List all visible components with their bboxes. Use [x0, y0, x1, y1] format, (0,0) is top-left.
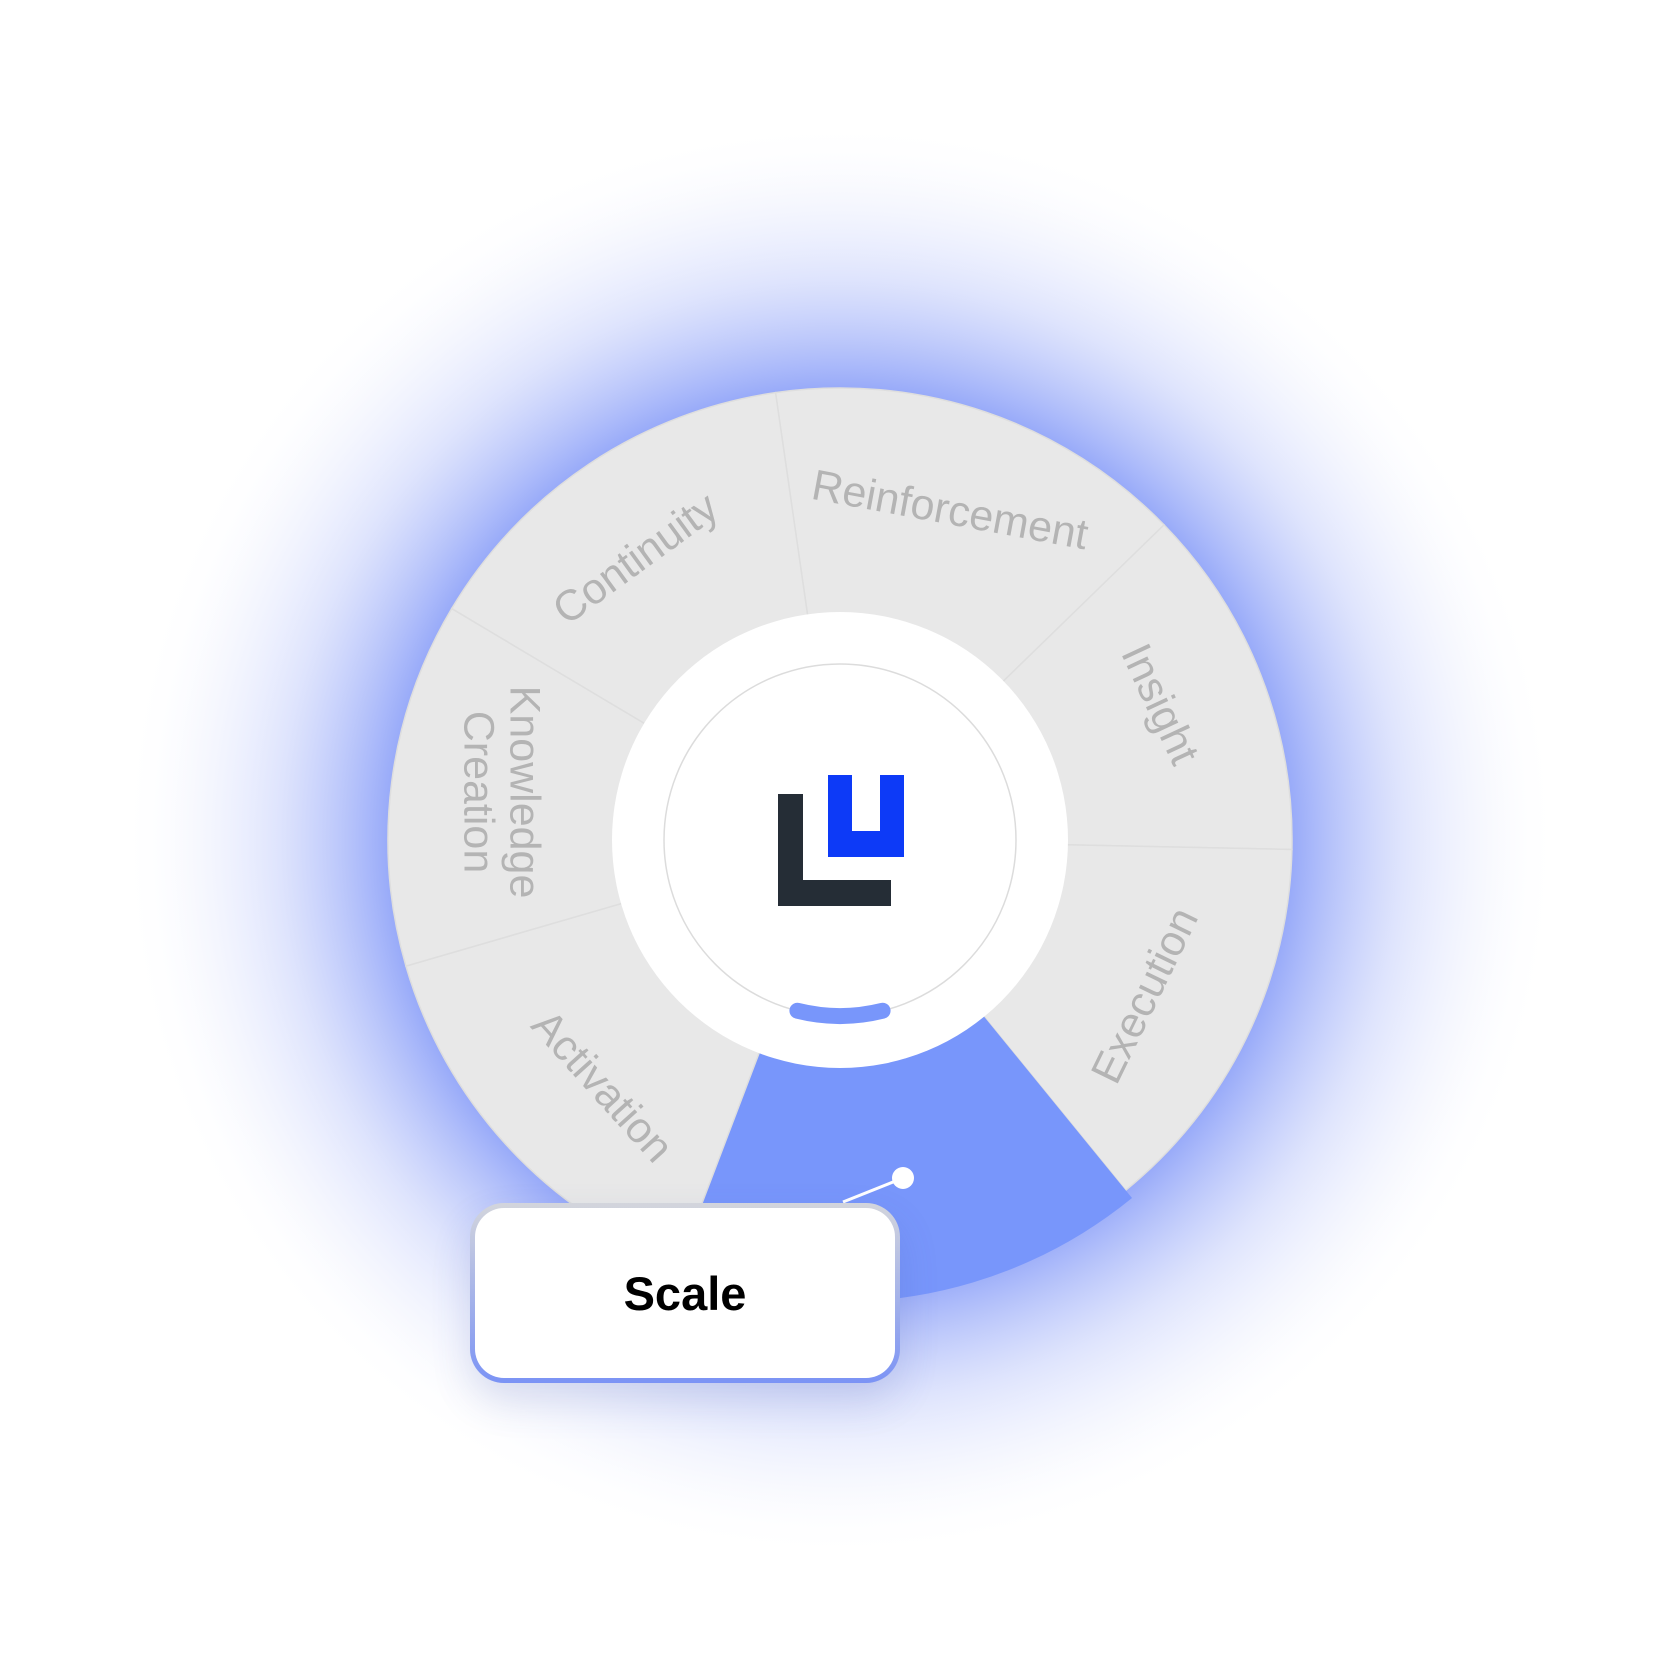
scale-tooltip-card[interactable]: Scale: [470, 1203, 900, 1383]
segment-label-line: Knowledge: [500, 686, 548, 899]
tooltip-label: Scale: [623, 1266, 747, 1320]
progress-indicator-arc: [789, 1002, 891, 1024]
logo-l-shape: [778, 794, 891, 906]
segment-label-line: Creation: [454, 711, 502, 874]
pointer-dot-icon: [892, 1167, 914, 1189]
brand-logo-icon: [778, 775, 904, 906]
segment-label-knowledge-creation: KnowledgeCreation: [454, 686, 548, 899]
logo-u-shape: [828, 775, 904, 857]
